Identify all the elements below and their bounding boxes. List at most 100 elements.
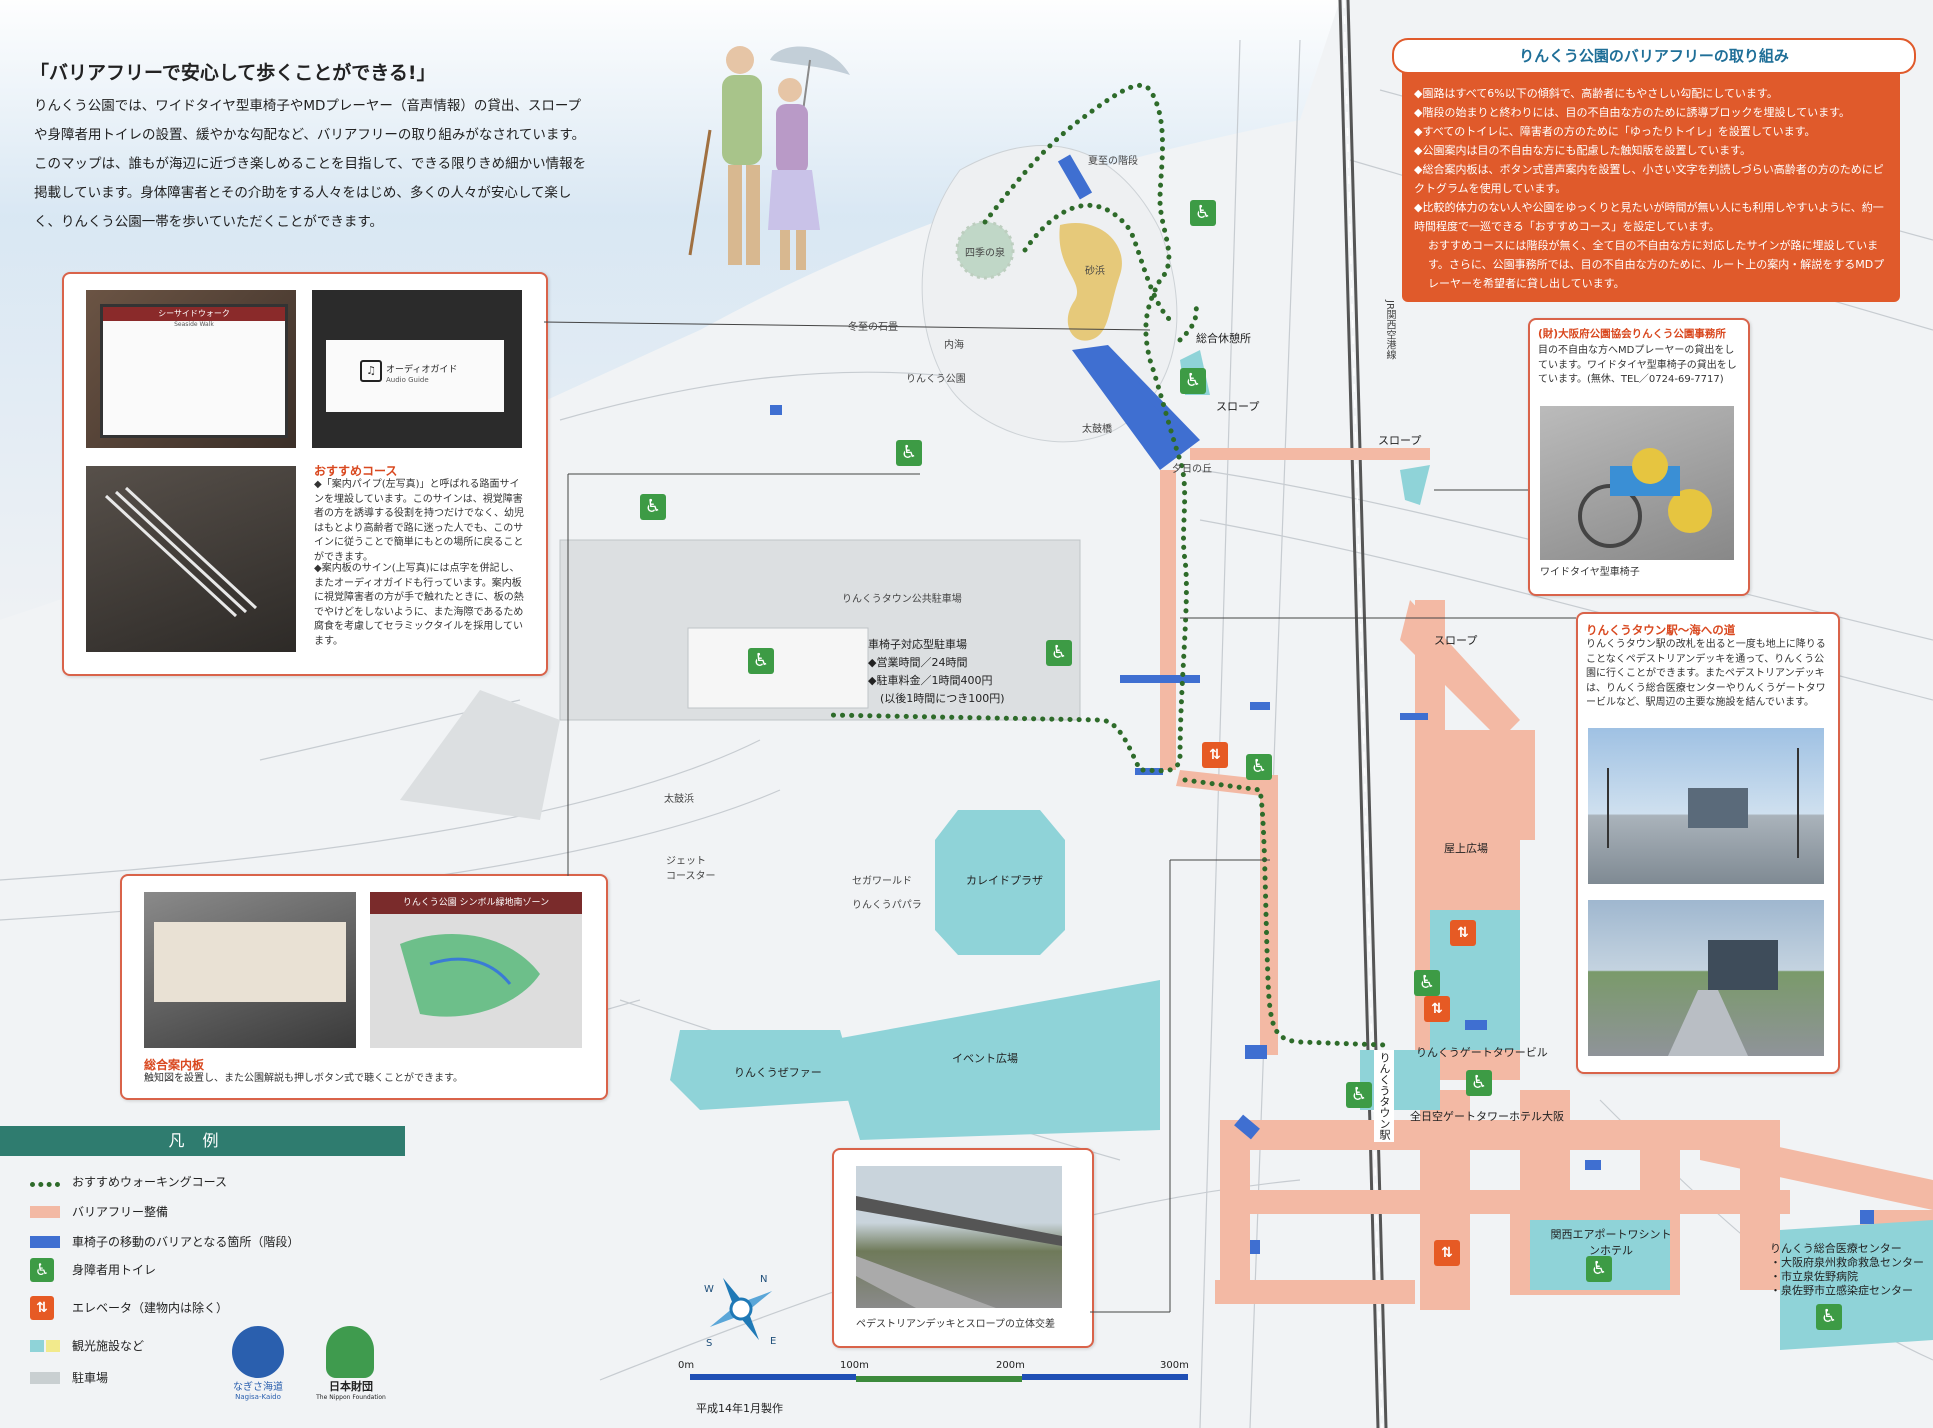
parking-fee: ◆駐車料金／1時間400円 — [868, 674, 993, 687]
station-plaza-photo-2 — [1588, 900, 1824, 1056]
label-slope-1: スロープ — [1216, 400, 1260, 413]
guide-board-photo-2: りんくう公園 シンボル緑地南ゾーン — [370, 892, 582, 1048]
label-rinku-zephyr: りんくうぜファー — [734, 1066, 822, 1079]
label-slope-2: スロープ — [1378, 434, 1422, 447]
toilet-icon: ♿ — [1414, 970, 1440, 996]
label-medical: りんくう総合医療センター — [1770, 1242, 1902, 1255]
intro-title: 「バリアフリーで安心して歩くことができる!」 — [30, 62, 436, 84]
headphone-icon: ♫ — [360, 360, 382, 382]
label-kaleido-plaza: カレイドプラザ — [966, 874, 1043, 887]
toilet-icon: ♿ — [1046, 640, 1072, 666]
nippon-foundation-logo: 日本財団 The Nippon Foundation — [316, 1326, 386, 1406]
toilet-icon: ♿ — [1180, 368, 1206, 394]
label-airport-hotel: 関西エアポートワシントンホテル — [1550, 1228, 1672, 1257]
stairs-swatch — [30, 1236, 60, 1248]
audio-guide-sublabel: Audio Guide — [386, 376, 429, 384]
sign-subtitle: Seaside Walk — [174, 321, 214, 328]
barrier-free-list: ◆園路はすべて6%以下の傾斜で、高齢者にもやさしい勾配にしています。 ◆階段の始… — [1414, 84, 1892, 293]
label-taikobashi: 太鼓橋 — [1082, 424, 1112, 435]
label-medical-3: ・泉佐野市立感染症センター — [1770, 1284, 1913, 1297]
compass-n: N — [760, 1274, 767, 1285]
toilet-icon: ♿ — [896, 440, 922, 466]
label-ana-hotel: 全日空ゲートタワーホテル大阪 — [1410, 1110, 1564, 1123]
nagisa-kaido-logo: なぎさ海道 Nagisa-Kaido — [228, 1326, 288, 1401]
legend-label: 車椅子の移動のバリアとなる箇所（階段） — [72, 1235, 300, 1249]
nagisa-logo-sub: Nagisa-Kaido — [235, 1393, 281, 1401]
parking-swatch — [30, 1372, 60, 1384]
recommended-course-body-2: ◆案内板のサイン(上写真)には点字を併記し、またオーディオガイドも行っています。… — [314, 563, 524, 647]
toilet-icon: ♿ — [1190, 200, 1216, 226]
barrier-free-item: ◆階段の始まりと終わりには、目の不自由な方のために誘導ブロックを埋設しています。 — [1414, 106, 1851, 119]
label-medical-1: ・大阪府泉州救命救急センター — [1770, 1256, 1924, 1269]
label-rinku-pleasure: りんくうパパラ — [852, 900, 922, 911]
wide-tire-wheelchair-photo — [1540, 406, 1734, 560]
barrier-free-item: ◆比較的体力のない人や公園をゆっくりと見たいが時間が無い人にも利用しやすいように… — [1414, 201, 1884, 233]
barrier-free-swatch — [30, 1206, 60, 1218]
audio-guide-sign-photo: オーディオガイド Audio Guide ♫ — [312, 290, 522, 448]
label-sougou-kyukeisho: 総合休憩所 — [1196, 332, 1251, 345]
sign-title: シーサイドウォーク — [103, 307, 285, 321]
compass-e: E — [770, 1336, 776, 1347]
barrier-free-item: ◆すべてのトイレに、障害者の方のために「ゆったりトイレ」を設置しています。 — [1414, 125, 1816, 138]
elevator-icon: ⇅ — [1424, 996, 1450, 1022]
toilet-icon: ♿ — [640, 494, 666, 520]
label-geshi-no-kaidan: 夏至の階段 — [1088, 156, 1138, 167]
barrier-free-item: おすすめコースには階段が無く、全て目の不自由な方に対応したサインが路に埋設してい… — [1428, 239, 1885, 290]
pedestrian-deck-photo — [856, 1166, 1062, 1308]
barrier-free-title: りんくう公園のバリアフリーの取り組み — [1392, 38, 1916, 74]
compass-w: W — [704, 1284, 714, 1295]
label-jet-coaster: ジェット コースター — [666, 856, 716, 882]
recommended-course-body-1: ◆「案内パイプ(左写真)」と呼ばれる路面サインを埋設しています。このサインは、視… — [314, 479, 524, 563]
toilet-icon: ♿ — [1466, 1070, 1492, 1096]
legend-label: 駐車場 — [72, 1371, 109, 1385]
elevator-icon: ⇅ — [1434, 1240, 1460, 1266]
toilet-icon: ♿ — [30, 1258, 54, 1282]
seaside-walk-sign-photo: シーサイドウォーク Seaside Walk — [86, 290, 296, 448]
guide-board-title: 総合案内板 — [144, 1058, 205, 1072]
legend-label: おすすめウォーキングコース — [72, 1175, 228, 1189]
label-event-hiroba: イベント広場 — [952, 1052, 1018, 1065]
intro-body: りんくう公園では、ワイドタイヤ型車椅子やMDプレーヤー（音声情報）の貸出、スロー… — [34, 98, 587, 230]
label-sega-world: セガワールド — [852, 876, 912, 887]
label-gate-tower: りんくうゲートタワービル — [1416, 1046, 1548, 1059]
compass-rose: N E S W — [704, 1274, 776, 1349]
label-yuuhi-no-oka: 夕日の丘 — [1172, 464, 1212, 475]
toilet-icon: ♿ — [1586, 1256, 1612, 1282]
barrier-free-item: ◆総合案内板は、ボタン式音声案内を設置し、小さい文字を判読しづらい高齢者の方のた… — [1414, 163, 1884, 195]
label-station: りんくうタウン駅 — [1374, 1050, 1394, 1142]
audio-guide-label: オーディオガイド — [386, 365, 458, 375]
parking-hours: ◆営業時間／24時間 — [868, 656, 968, 669]
label-slope-3: スロープ — [1434, 634, 1478, 647]
pedestrian-deck-caption: ペデストリアンデッキとスロープの立体交差 — [856, 1319, 1055, 1330]
elderly-couple-illustration — [688, 46, 850, 270]
label-shiki-no-izumi: 四季の泉 — [965, 248, 1005, 259]
walking-course-swatch — [30, 1182, 60, 1187]
park-office-title: (財)大阪府公園協会りんくう公園事務所 — [1538, 328, 1726, 340]
scale-bar — [690, 1374, 1188, 1382]
compass-s: S — [706, 1338, 712, 1349]
park-office-body: 目の不自由な方へMDプレーヤーの貸出をしています。ワイドタイヤ型車椅子の貸出をし… — [1538, 345, 1737, 385]
parking-title: 車椅子対応型駐車場 — [868, 638, 967, 651]
label-sunahama: 砂浜 — [1085, 266, 1105, 277]
legend-title: 凡例 — [0, 1126, 405, 1156]
label-jr-line: JR関西空港線 — [1384, 300, 1395, 360]
legend-label: 身障者用トイレ — [72, 1263, 157, 1277]
facility-swatch-alt — [46, 1340, 60, 1352]
nagisa-logo-text: なぎさ海道 — [233, 1382, 283, 1393]
label-uchiumi: 内海 — [944, 340, 964, 351]
toilet-icon: ♿ — [1246, 754, 1272, 780]
scale-label-0: 0m — [678, 1360, 695, 1371]
toilet-icon: ♿ — [1346, 1082, 1372, 1108]
facility-swatch — [30, 1340, 44, 1352]
station-route-title: りんくうタウン駅〜海への道 — [1586, 623, 1736, 637]
label-touji-no-kaidan: 冬至の石畳 — [848, 322, 898, 333]
label-taikohama: 太鼓浜 — [664, 794, 694, 805]
barrier-free-item: ◆園路はすべて6%以下の傾斜で、高齢者にもやさしい勾配にしています。 — [1414, 87, 1778, 100]
legend-label: 観光施設など — [72, 1339, 145, 1353]
station-plaza-photo-1 — [1588, 728, 1824, 884]
recommended-course-title: おすすめコース — [314, 464, 398, 478]
wheelchair-caption: ワイドタイヤ型車椅子 — [1540, 567, 1640, 578]
guide-board-body: 触知図を設置し、また公園解説も押しボタン式で聴くことができます。 — [144, 1073, 463, 1084]
elevator-icon: ⇅ — [30, 1296, 54, 1320]
legend-label: バリアフリー整備 — [72, 1205, 169, 1219]
